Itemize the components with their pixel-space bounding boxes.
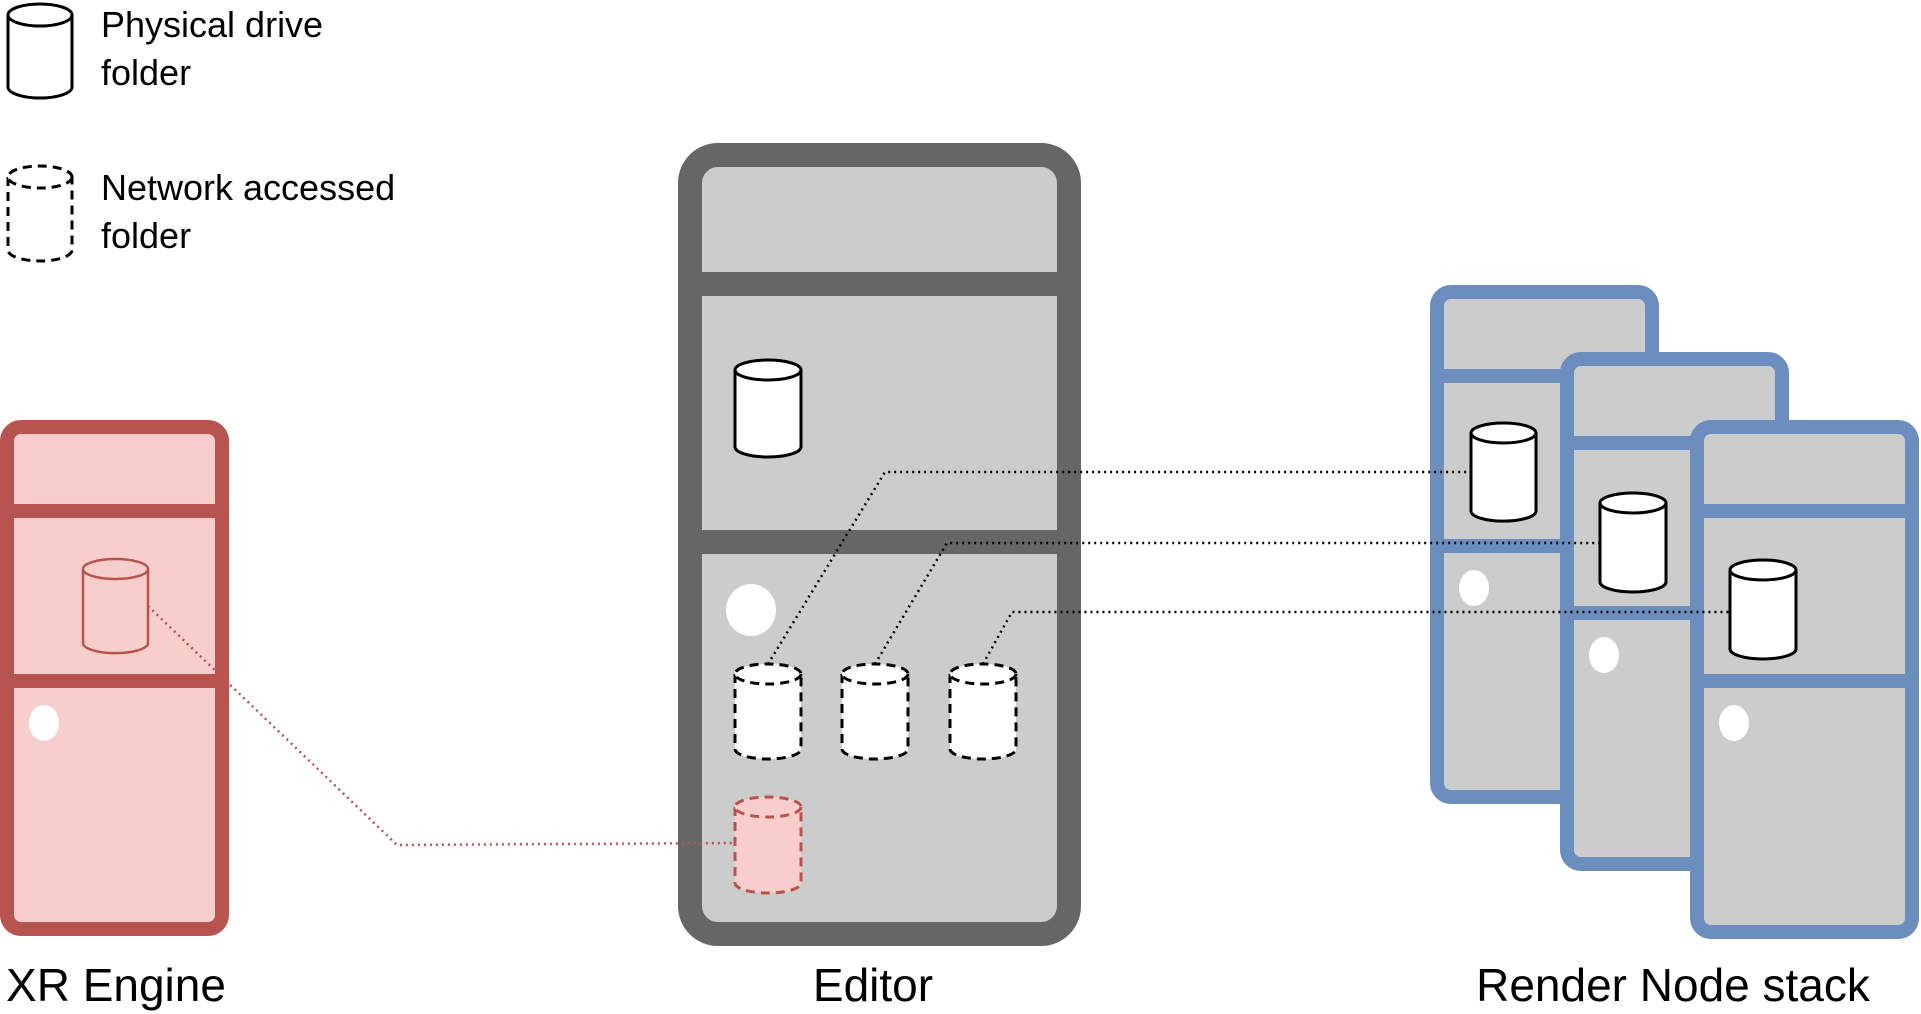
editor-network-folder-icon-3: [948, 662, 1018, 761]
legend-network-label-line1: Network accessed: [101, 167, 395, 208]
connectors: [147, 470, 1730, 847]
editor-xr-network-folder-icon: [733, 795, 803, 895]
render-node-stack: [1430, 285, 1919, 939]
connector-editor-to-render-node-3: [981, 610, 1730, 665]
render-node-1-physical-folder-icon: [1469, 421, 1538, 523]
editor-physical-folder-icon: [733, 358, 803, 459]
editor-label: Editor: [813, 959, 933, 1011]
xr-engine-power-button: [29, 705, 59, 741]
dashed-cylinder-icon: [6, 164, 74, 263]
xr-engine-machine: [0, 420, 229, 936]
connector-xr-engine-to-editor: [147, 605, 736, 847]
editor-machine: [678, 143, 1081, 946]
editor-network-folder-icon-1: [733, 662, 803, 761]
solid-cylinder-icon: [6, 2, 74, 100]
render-node-1-power-button: [1459, 570, 1489, 606]
render-node-3-power-button: [1719, 705, 1749, 741]
render-node-stack-label: Render Node stack: [1476, 959, 1871, 1011]
legend-physical-drive: Physical drive folder: [6, 2, 323, 100]
connector-editor-to-render-node-2: [873, 541, 1600, 665]
render-node-3-physical-folder-icon: [1728, 558, 1798, 661]
render-node-3: [1690, 420, 1919, 939]
legend-network-folder: Network accessed folder: [6, 164, 395, 263]
xr-engine-label: XR Engine: [6, 959, 226, 1011]
editor-network-folder-icon-2: [840, 662, 910, 761]
editor-power-button: [726, 584, 776, 636]
legend-physical-label-line2: folder: [101, 52, 191, 93]
legend: Physical drive folder Network accessed f…: [6, 2, 395, 263]
render-node-2-physical-folder-icon: [1598, 491, 1668, 594]
render-node-2-power-button: [1589, 637, 1619, 673]
legend-physical-label-line1: Physical drive: [101, 4, 323, 45]
xr-engine-physical-folder-icon: [81, 557, 150, 655]
legend-network-label-line2: folder: [101, 215, 191, 256]
